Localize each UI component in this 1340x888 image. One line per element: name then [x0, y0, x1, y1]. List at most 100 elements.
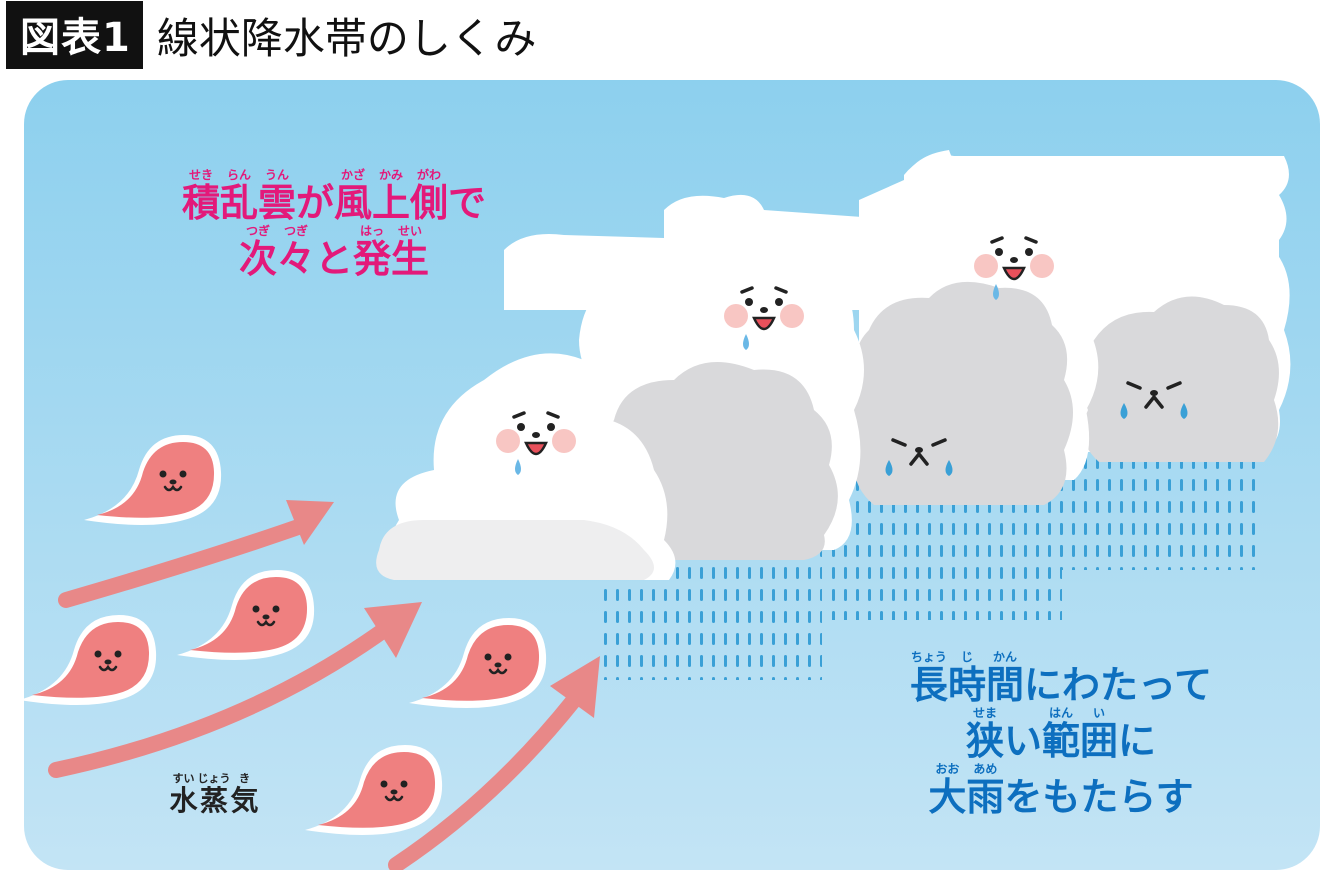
label-text: 長 [909, 663, 948, 707]
furigana: らん [226, 168, 251, 182]
furigana [313, 168, 317, 182]
furigana [1135, 706, 1139, 720]
furigana: はっ [360, 224, 385, 238]
furigana: つぎ [245, 224, 270, 238]
label-text: 気 [230, 784, 259, 817]
water-vapor-label: すい水じょう蒸き気 [164, 773, 264, 817]
cumulonimbus-label: せき積らん乱うん雲 がかざ風かみ上がわ側 でつぎ次つぎ々 とはっ発せい生 [164, 168, 504, 280]
label-text: 次 [238, 237, 277, 281]
diagram-panel: せき積らん乱うん雲 がかざ風かみ上がわ側 でつぎ次つぎ々 とはっ発せい生 ちょう… [24, 80, 1320, 870]
ruby-segment: せき積 [182, 168, 220, 224]
label-text: 側 [410, 181, 449, 225]
label-line: すい水じょう蒸き気 [164, 773, 264, 817]
furigana: つぎ [283, 224, 308, 238]
label-text: 間 [985, 663, 1024, 707]
label-text: 上 [372, 181, 411, 225]
label-text: にわたって [1023, 663, 1213, 707]
furigana: かん [992, 650, 1017, 664]
ruby-segment: じ時 [948, 650, 986, 706]
ruby-segment: らん乱 [220, 168, 258, 224]
ruby-segment: つぎ々 [277, 224, 315, 280]
label-text: 範 [1041, 719, 1080, 763]
ruby-segment: せま狭 [966, 706, 1004, 762]
ruby-segment: にわたって [1024, 650, 1212, 706]
figure-header: 図表1 線状降水帯のしくみ [6, 1, 537, 69]
ruby-segment: うん雲 [258, 168, 296, 224]
furigana: がわ [417, 168, 442, 182]
ruby-segment: かざ風 [334, 168, 372, 224]
label-text: 発 [353, 237, 392, 281]
furigana: かみ [379, 168, 404, 182]
label-line: ちょう長じ時かん間 にわたって [896, 650, 1226, 706]
label-text: 時 [947, 663, 986, 707]
furigana: ちょう [910, 650, 947, 664]
ruby-segment: と [315, 224, 353, 280]
label-line: つぎ次つぎ々 とはっ発せい生 [164, 224, 504, 280]
label-text: 生 [391, 237, 430, 281]
water-vapor-droplet-icon [177, 570, 315, 660]
ruby-segment: つぎ次 [239, 224, 277, 280]
ruby-segment: かん間 [986, 650, 1024, 706]
furigana: せい [398, 224, 423, 238]
label-text: で [448, 181, 487, 225]
cumulonimbus-cloud-1 [376, 353, 676, 580]
ruby-segment: き気 [231, 773, 259, 817]
updraft-arrow-icon [388, 656, 600, 870]
water-vapor-droplet-icon [305, 745, 443, 835]
figure-number-badge: 図表1 [6, 1, 143, 69]
ruby-segment: かみ上 [372, 168, 410, 224]
label-text: と [314, 237, 353, 281]
water-vapor-droplet-icon [84, 435, 222, 525]
ruby-segment: おお大 [928, 762, 966, 818]
diagram-illustration [24, 150, 1291, 870]
ruby-segment: すい水 [169, 773, 197, 817]
ruby-segment: あめ雨 [966, 762, 1004, 818]
updraft-arrow-icon [48, 602, 422, 778]
label-text: い [1003, 719, 1042, 763]
label-text: 大 [928, 775, 967, 819]
furigana: い [1093, 706, 1106, 720]
label-text: 蒸 [199, 784, 228, 817]
updraft-arrows [48, 500, 600, 870]
ruby-segment: に [1118, 706, 1156, 762]
label-text: が [295, 181, 334, 225]
furigana: すい [172, 772, 195, 785]
furigana: かざ [341, 168, 366, 182]
water-vapor-droplet-icon [409, 618, 547, 708]
furigana: うん [264, 168, 289, 182]
furigana: あめ [973, 762, 998, 776]
furigana [1116, 650, 1120, 664]
furigana: じ [960, 650, 973, 664]
label-line: おお大あめ雨 をもたらす [896, 762, 1226, 818]
updraft-arrow-icon [58, 500, 334, 608]
ruby-segment: い囲 [1080, 706, 1118, 762]
ruby-segment: で [448, 168, 486, 224]
ruby-segment: ちょう長 [910, 650, 948, 706]
heavy-rain-label: ちょう長じ時かん間 にわたってせま狭 いはん範い囲 におお大あめ雨 をもたらす [896, 650, 1226, 818]
furigana: おお [935, 762, 960, 776]
water-vapor-droplet-icon [24, 615, 157, 705]
furigana [1021, 706, 1025, 720]
label-text: 狭 [965, 719, 1004, 763]
furigana: せき [188, 168, 213, 182]
ruby-segment: じょう蒸 [198, 773, 231, 817]
label-text: をもたらす [1004, 775, 1194, 819]
ruby-segment: せい生 [391, 224, 429, 280]
furigana: せま [972, 706, 997, 720]
ruby-segment: をもたらす [1004, 762, 1193, 818]
furigana: じょう [197, 772, 231, 785]
furigana: はん [1048, 706, 1073, 720]
furigana [332, 224, 336, 238]
label-text: 々 [276, 237, 315, 281]
label-line: せま狭 いはん範い囲 に [896, 706, 1226, 762]
ruby-segment: い [1004, 706, 1042, 762]
ruby-segment: が [296, 168, 334, 224]
furigana [1097, 762, 1101, 776]
label-line: せき積らん乱うん雲 がかざ風かみ上がわ側 で [164, 168, 504, 224]
label-text: 囲 [1080, 719, 1119, 763]
label-text: 風 [334, 181, 373, 225]
cumulonimbus-cloud-4 [1044, 156, 1291, 462]
label-text: 乱 [219, 181, 258, 225]
label-text: 水 [169, 784, 198, 817]
label-text: 積 [181, 181, 220, 225]
